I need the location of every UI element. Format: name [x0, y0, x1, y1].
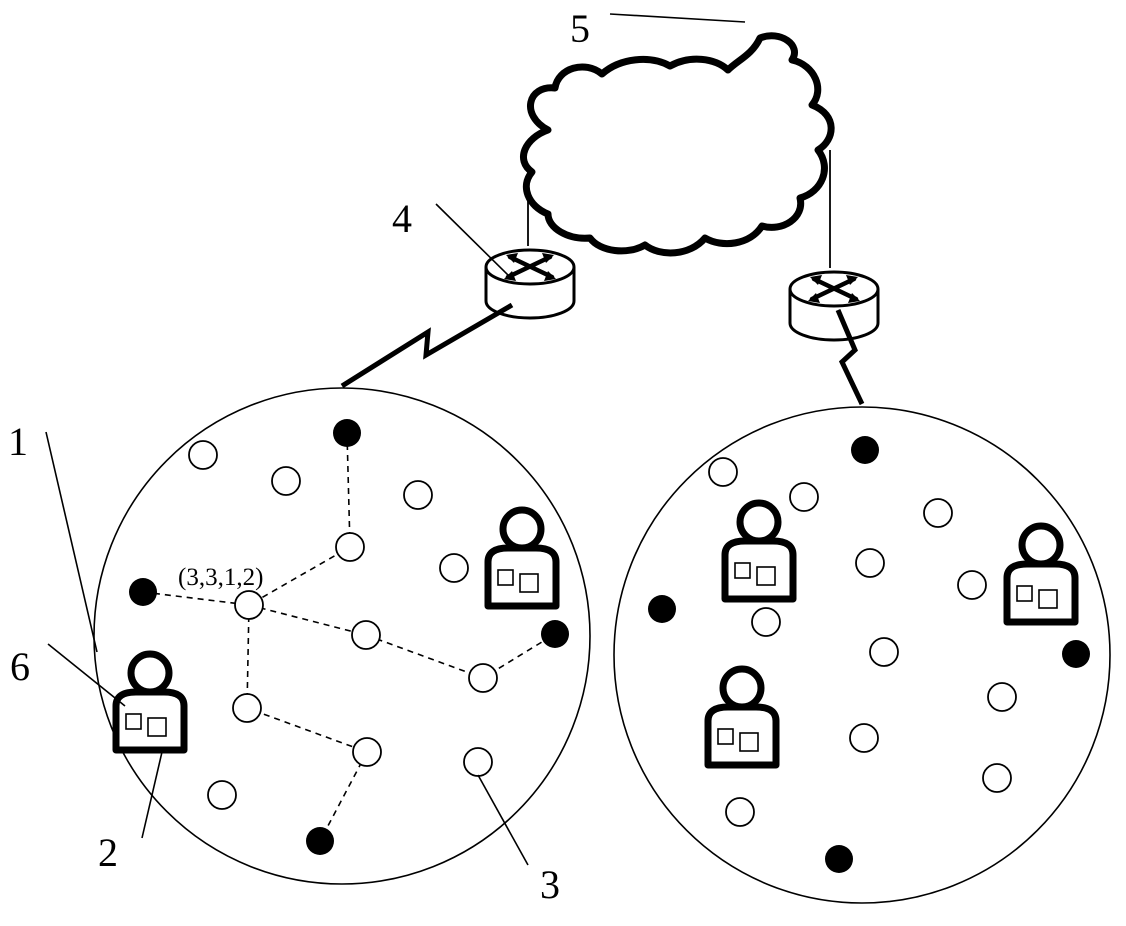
gateway-left-icon	[486, 250, 574, 318]
anchor-node	[825, 845, 853, 873]
wireless-link-left	[342, 305, 512, 386]
network-area-right	[614, 407, 1110, 903]
anchor-node	[648, 595, 676, 623]
anchor-node	[541, 620, 569, 648]
sensor-node	[189, 441, 217, 469]
sensor-node	[352, 621, 380, 649]
user-icon	[708, 669, 776, 765]
label-cloud: 5	[570, 6, 590, 51]
label-gateway: 4	[392, 196, 412, 241]
label-user-device: 6	[10, 644, 30, 689]
sensor-node	[983, 764, 1011, 792]
sensor-node	[233, 694, 261, 722]
network-area-left	[94, 388, 590, 884]
routing-paths	[143, 433, 555, 841]
sensor-node	[958, 571, 986, 599]
anchor-nodes-left	[129, 419, 569, 855]
sensor-node	[404, 481, 432, 509]
anchor-node	[851, 436, 879, 464]
sensor-node	[790, 483, 818, 511]
sensor-node	[924, 499, 952, 527]
user-icon	[725, 503, 793, 599]
sensor-node	[208, 781, 236, 809]
user-icon	[116, 654, 184, 750]
sensor-node	[272, 467, 300, 495]
label-user: 2	[98, 830, 118, 875]
sensor-node	[353, 738, 381, 766]
anchor-node	[306, 827, 334, 855]
sensor-node	[752, 608, 780, 636]
anchor-node	[333, 419, 361, 447]
anchor-node	[129, 578, 157, 606]
user-icon	[1007, 526, 1075, 622]
label-network-area: 1	[8, 419, 28, 464]
sensor-node	[709, 458, 737, 486]
label-sensor-node: 3	[540, 862, 560, 907]
sensor-nodes-left	[189, 441, 497, 809]
anchor-node	[1062, 640, 1090, 668]
sensor-node	[464, 748, 492, 776]
sensor-node	[235, 591, 263, 619]
cloud-icon	[523, 36, 831, 253]
sensor-node	[850, 724, 878, 752]
user-icon	[488, 510, 556, 606]
sensor-node	[440, 554, 468, 582]
sensor-node	[988, 683, 1016, 711]
gateway-right-icon	[790, 272, 878, 340]
sensor-node	[856, 549, 884, 577]
sensor-node	[336, 533, 364, 561]
sensor-node	[726, 798, 754, 826]
sensor-node	[870, 638, 898, 666]
anchor-nodes-right	[648, 436, 1090, 873]
sensor-node	[469, 664, 497, 692]
node-coordinate-label: (3,3,1,2)	[178, 564, 263, 591]
